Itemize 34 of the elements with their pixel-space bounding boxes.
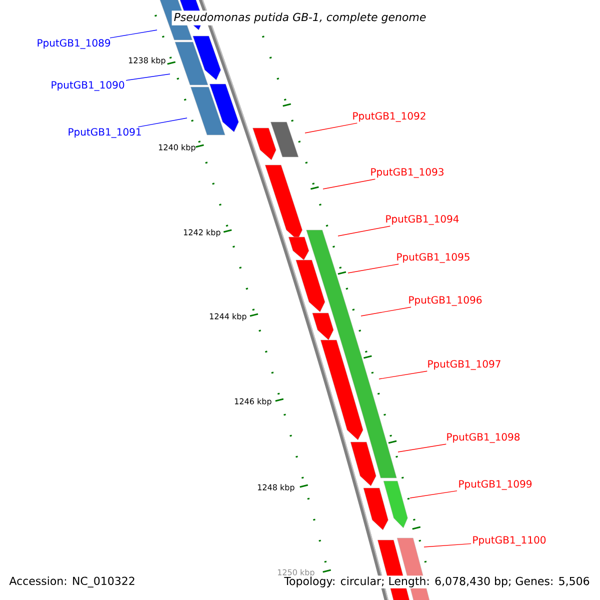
gene-label: PputGB1_1100 [473,536,546,546]
gene-label: PputGB1_1097 [428,360,500,370]
leader-line [378,370,428,380]
gene-label: PputGB1_1099 [459,480,532,490]
gene-label: PputGB1_1093 [371,168,444,178]
footer-text: Accession: NC_010322 [8,576,136,588]
gene-label: PputGB1_1098 [447,433,520,443]
gene-label: PputGB1_1095 [397,253,470,263]
tick-label: 1246 kbp [235,398,272,406]
leader-line [348,264,399,274]
gene-label: PputGB1_1091 [68,128,141,138]
leader-line [338,226,391,236]
tick-label: 1238 kbp [129,57,166,65]
leader-line [126,74,170,81]
tick-label: 1240 kbp [159,144,196,152]
leader-line [110,30,158,38]
gene-label: PputGB1_1094 [386,215,459,225]
gene-label: PputGB1_1096 [409,296,482,306]
leader-line [424,543,472,548]
leader-line [398,444,447,452]
leader-line [360,306,412,316]
gene-label: PputGB1_1090 [52,81,124,91]
leader-line [322,178,376,190]
leader-line [410,490,458,498]
title: Pseudomonas putida GB-1, complete genome [172,10,428,26]
footer-text: Topology: circular; Length: 6,078,430 bp; Genes: 5,506 [283,576,591,588]
gene-label: PputGB1_1092 [353,112,426,122]
leader-line [138,118,188,128]
leader-line [304,122,358,134]
gene-label: PputGB1_1089 [38,39,110,49]
tick-label: 1248 kbp [258,484,294,492]
tick-label: 1242 kbp [184,229,220,237]
tick-label: 1244 kbp [210,313,246,321]
tick-label: 1250 kbp [278,569,314,577]
